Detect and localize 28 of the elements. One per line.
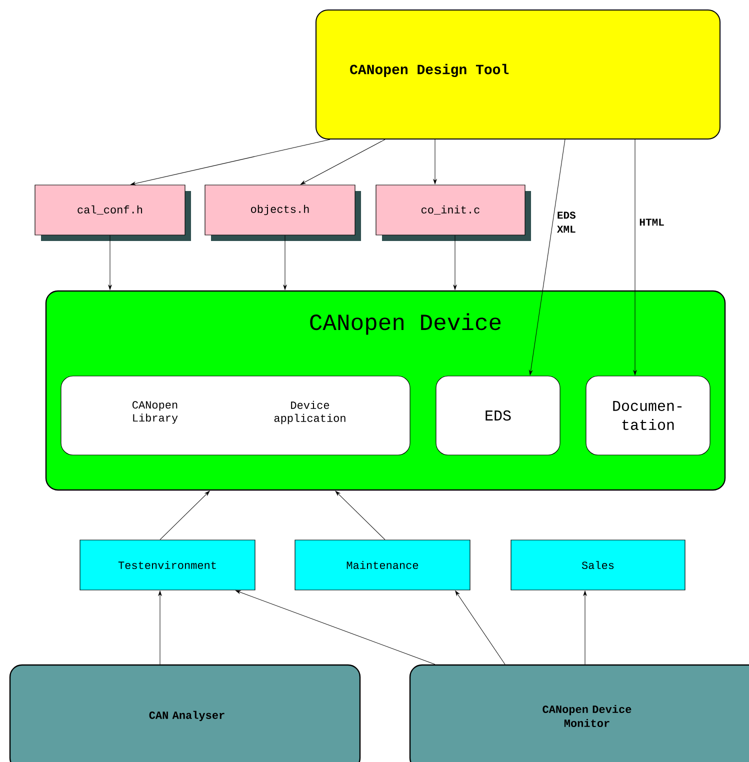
- arrow: [130, 139, 330, 186]
- arrow: [158, 590, 162, 665]
- tool-box: CANopen Device Monitor: [409, 664, 749, 762]
- file-box: cal_conf.h: [34, 184, 191, 241]
- edge-label: EDS XML: [556, 212, 576, 233]
- arrow: [300, 139, 386, 185]
- usage-box: Testenvironment: [80, 540, 256, 590]
- file-box: co_init.c: [376, 184, 531, 241]
- arrow: [160, 490, 210, 540]
- arrow: [453, 235, 457, 290]
- output-box: Documen- tation: [586, 376, 710, 456]
- arrow: [433, 139, 437, 184]
- arrow: [236, 590, 436, 665]
- arrow: [633, 139, 637, 376]
- arrow: [108, 235, 112, 290]
- module-box: CANopen Library Device application: [60, 376, 410, 456]
- tool-box: CANopen Design Tool: [316, 9, 720, 140]
- arrow: [335, 490, 386, 540]
- arrow: [529, 139, 566, 376]
- output-box: EDS: [436, 376, 560, 456]
- arrow: [583, 590, 587, 665]
- arrow: [455, 590, 506, 665]
- edge-label: HTML: [640, 218, 664, 226]
- tool-box: CAN Analyser: [9, 664, 361, 762]
- usage-box: Sales: [510, 540, 686, 590]
- usage-box: Maintenance: [294, 540, 470, 590]
- arrow: [283, 235, 287, 290]
- file-box: objects.h: [204, 184, 361, 241]
